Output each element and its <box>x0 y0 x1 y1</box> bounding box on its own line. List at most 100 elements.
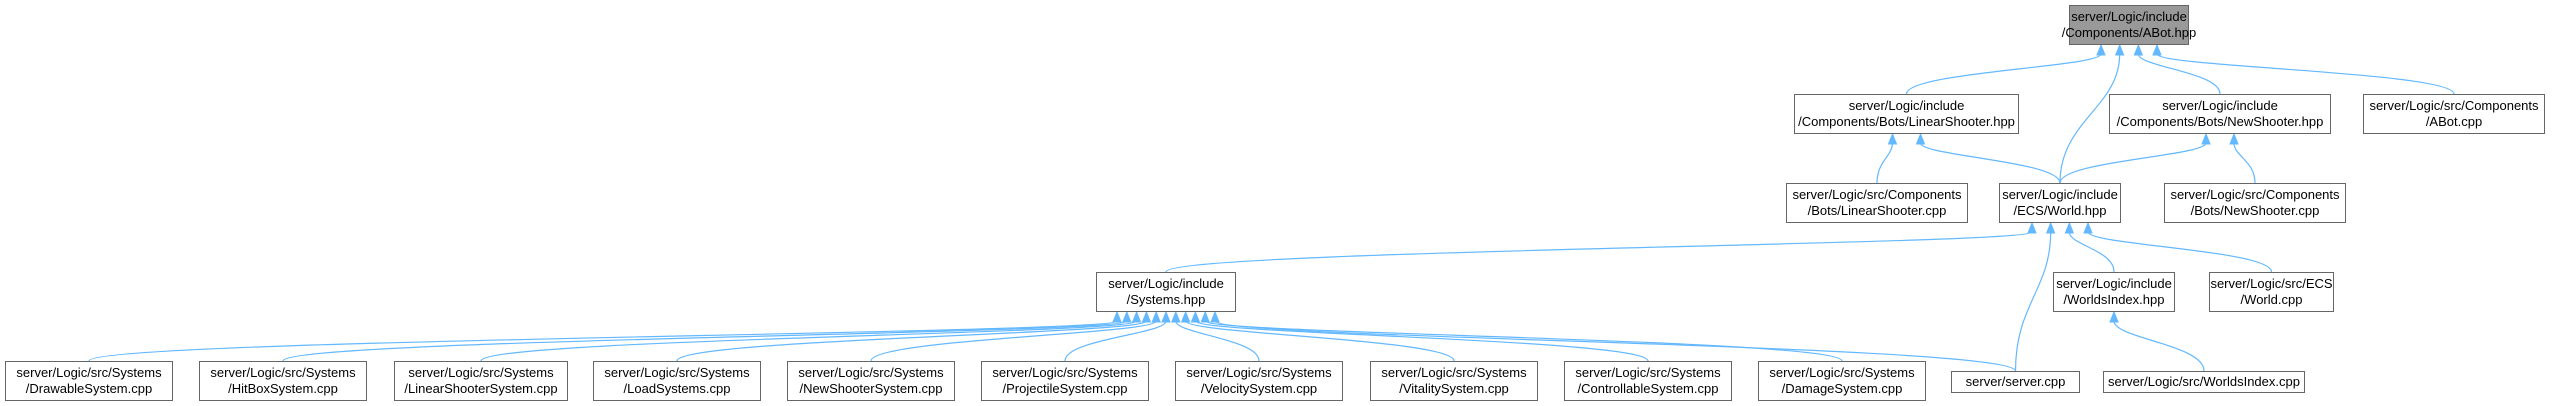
node-label-line2: /LinearShooterSystem.cpp <box>404 381 558 396</box>
node-label-line2: /NewShooterSystem.cpp <box>799 381 943 396</box>
edge-arrowhead <box>1151 310 1161 323</box>
node-systems-hpp[interactable]: server/Logic/include /Systems.hpp <box>1096 272 1236 312</box>
node-label-line1: server/Logic/src/Systems <box>1769 365 1915 380</box>
node-label-line2: /VelocitySystem.cpp <box>1200 381 1318 396</box>
edge-arrowhead <box>2152 43 2162 56</box>
node-label-line2: /DamageSystem.cpp <box>1781 381 1903 396</box>
edge-world_cpp-to-world_hpp <box>2087 231 2273 273</box>
node-label-line1: server/Logic/src/Systems <box>1381 365 1527 380</box>
node-label-line2: /World.cpp <box>2240 292 2303 307</box>
edge-drawable_cpp-to-systems_hpp <box>88 320 1118 362</box>
node-linear-shooter-hpp[interactable]: server/Logic/include /Components/Bots/Li… <box>1794 94 2019 134</box>
node-new-shooter-system-cpp[interactable]: server/Logic/src/Systems /NewShooterSyst… <box>787 361 955 401</box>
edge-server_cpp-to-systems_hpp <box>1214 320 2017 372</box>
node-label-line1: server/Logic/src/ECS <box>2210 276 2333 291</box>
edge-arrowhead <box>2109 310 2119 323</box>
node-label-line1: server/Logic/include <box>2002 187 2118 202</box>
node-world-hpp[interactable]: server/Logic/include /ECS/World.hpp <box>1999 183 2121 223</box>
edge-arrowhead <box>1122 310 1132 323</box>
node-label-line2: /ECS/World.hpp <box>2013 203 2107 218</box>
node-label-line2: /VitalitySystem.cpp <box>1399 381 1509 396</box>
node-label-line2: /Systems.hpp <box>1126 292 1206 307</box>
edge-hitbox_cpp-to-systems_hpp <box>282 320 1128 362</box>
node-label-line1: server/Logic/src/Systems <box>604 365 750 380</box>
node-label-line1: server/Logic/src/Systems <box>1186 365 1332 380</box>
node-drawable-system-cpp[interactable]: server/Logic/src/Systems /DrawableSystem… <box>5 361 173 401</box>
edge-damage_cpp-to-systems_hpp <box>1204 320 1843 362</box>
edge-arrowhead <box>1112 310 1122 323</box>
node-label-line2: /Components/ABot.hpp <box>2061 25 2197 40</box>
edge-arrowhead <box>2027 221 2037 234</box>
node-label-line1: server/Logic/src/Systems <box>992 365 1138 380</box>
edge-arrowhead <box>1915 132 1926 145</box>
node-label-line1: server/Logic/src/WorldsIndex.cpp <box>2108 374 2300 389</box>
edge-arrowhead <box>1171 310 1181 323</box>
node-linear-shooter-cpp[interactable]: server/Logic/src/Components /Bots/Linear… <box>1786 183 1968 223</box>
node-abot-hpp[interactable]: server/Logic/include /Components/ABot.hp… <box>2062 5 2196 45</box>
edge-new_shooter_hpp-to-abot_hpp <box>2137 53 2221 95</box>
edge-worldsindex_cpp-to-worldsindex_hpp <box>2113 320 2205 372</box>
edge-projectile_cpp-to-systems_hpp <box>1064 320 1167 362</box>
node-worldsindex-hpp[interactable]: server/Logic/include /WorldsIndex.hpp <box>2053 272 2175 312</box>
node-label-line1: server/Logic/src/Components <box>2369 98 2539 113</box>
node-label-line2: /ProjectileSystem.cpp <box>1002 381 1128 396</box>
edge-arrowhead <box>2133 43 2144 56</box>
node-hitbox-system-cpp[interactable]: server/Logic/src/Systems /HitBoxSystem.c… <box>199 361 367 401</box>
edge-velocity_cpp-to-systems_hpp <box>1175 320 1260 362</box>
node-label-line2: /Bots/LinearShooter.cpp <box>1807 203 1947 218</box>
edge-arrowhead <box>2064 221 2075 234</box>
node-label-line1: server/Logic/src/Systems <box>16 365 162 380</box>
edge-worldsindex_hpp-to-world_hpp <box>2068 231 2115 273</box>
node-new-shooter-cpp[interactable]: server/Logic/src/Components /Bots/NewSho… <box>2164 183 2346 223</box>
node-label-line1: server/Logic/include <box>2162 98 2278 113</box>
edge-arrowhead <box>1190 310 1201 323</box>
node-linear-shooter-system-cpp[interactable]: server/Logic/src/Systems /LinearShooterS… <box>394 361 568 401</box>
edge-arrowhead <box>2045 221 2056 234</box>
node-velocity-system-cpp[interactable]: server/Logic/src/Systems /VelocitySystem… <box>1175 361 1343 401</box>
edge-systems_hpp-to-world_hpp <box>1165 231 2033 273</box>
node-new-shooter-hpp[interactable]: server/Logic/include /Components/Bots/Ne… <box>2109 94 2331 134</box>
node-label-line2: /ControllableSystem.cpp <box>1577 381 1719 396</box>
edge-linear_shooter_hpp-to-abot_hpp <box>1905 53 2102 95</box>
edge-abot_cpp-to-abot_hpp <box>2156 53 2455 95</box>
node-abot-cpp[interactable]: server/Logic/src/Components /ABot.cpp <box>2363 94 2545 134</box>
edge-arrowhead <box>1200 310 1210 323</box>
edge-linear_shooter_sys-to-systems_hpp <box>480 320 1138 362</box>
node-world-cpp[interactable]: server/Logic/src/ECS /World.cpp <box>2209 272 2334 312</box>
node-label-line1: server/Logic/include <box>2071 9 2187 24</box>
edge-world_hpp-to-linear_shooter_hpp <box>1919 142 2061 184</box>
node-projectile-system-cpp[interactable]: server/Logic/src/Systems /ProjectileSyst… <box>981 361 1149 401</box>
edge-arrowhead <box>1131 310 1142 323</box>
edge-new_shooter_sys-to-systems_hpp <box>870 320 1157 362</box>
node-label-line2: /DrawableSystem.cpp <box>25 381 153 396</box>
edge-arrowhead <box>1887 132 1898 145</box>
node-label-line2: /Components/Bots/NewShooter.hpp <box>2116 114 2324 129</box>
edge-arrowhead <box>2114 43 2125 56</box>
node-label-line2: /HitBoxSystem.cpp <box>228 381 338 396</box>
edge-arrowhead <box>2083 221 2093 234</box>
edge-server_cpp-to-world_hpp <box>2014 231 2052 372</box>
node-controllable-system-cpp[interactable]: server/Logic/src/Systems /ControllableSy… <box>1564 361 1732 401</box>
edge-vitality_cpp-to-systems_hpp <box>1185 320 1455 362</box>
node-label-line2: /WorldsIndex.hpp <box>2063 292 2165 307</box>
node-vitality-system-cpp[interactable]: server/Logic/src/Systems /VitalitySystem… <box>1370 361 1538 401</box>
node-label-line1: server/Logic/src/Components <box>2170 187 2340 202</box>
node-worldsindex-cpp[interactable]: server/Logic/src/WorldsIndex.cpp <box>2103 371 2305 393</box>
node-label-line2: /Components/Bots/LinearShooter.hpp <box>1798 114 2015 129</box>
node-label-line1: server/Logic/include <box>2056 276 2172 291</box>
edge-arrowhead <box>1161 310 1171 323</box>
node-label-line1: server/Logic/include <box>1848 98 1965 113</box>
node-label-line1: server/server.cpp <box>1965 374 2066 389</box>
node-label-line1: server/Logic/src/Systems <box>210 365 356 380</box>
node-label-line2: /ABot.cpp <box>2425 114 2483 129</box>
edge-controllable_cpp-to-systems_hpp <box>1194 320 1649 362</box>
node-damage-system-cpp[interactable]: server/Logic/src/Systems /DamageSystem.c… <box>1758 361 1926 401</box>
node-server-cpp[interactable]: server/server.cpp <box>1951 371 2080 393</box>
node-label-line1: server/Logic/src/Components <box>1792 187 1962 202</box>
node-load-systems-cpp[interactable]: server/Logic/src/Systems /LoadSystems.cp… <box>593 361 761 401</box>
edge-arrowhead <box>1210 310 1220 323</box>
edge-world_hpp-to-abot_hpp <box>2059 53 2121 184</box>
edge-arrowhead <box>2096 43 2106 56</box>
node-label-line1: server/Logic/src/Systems <box>798 365 944 380</box>
